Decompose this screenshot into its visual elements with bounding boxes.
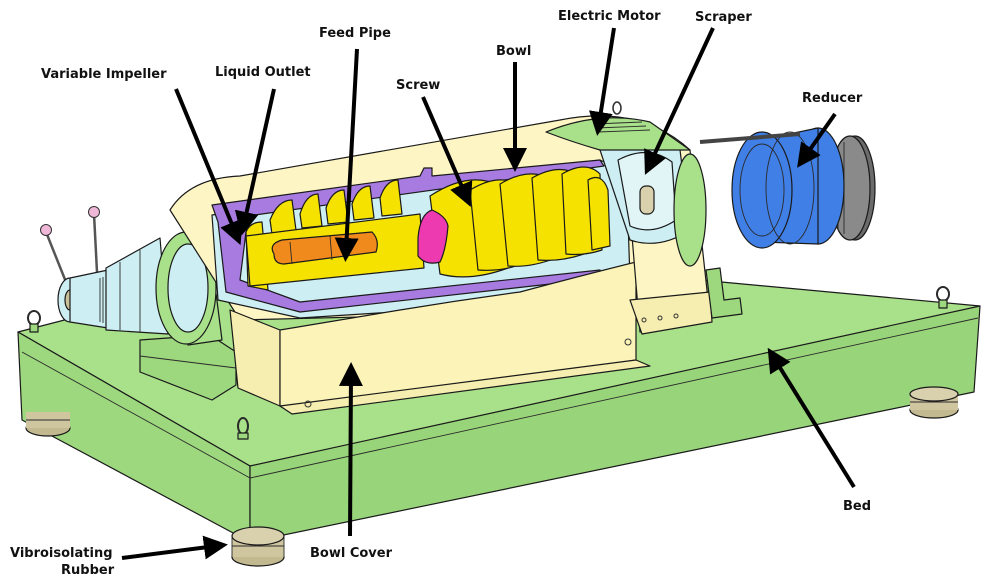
lifting-eye-icon (936, 286, 950, 309)
arrow-screw (421, 96, 473, 208)
bed-edge-line (249, 317, 979, 479)
arrow-liquid-outlet (234, 88, 276, 236)
lifting-eye-icon (237, 417, 249, 440)
label-feed-pipe: Feed Pipe (319, 26, 391, 41)
sediment (417, 209, 449, 264)
lifting-eyes (27, 286, 950, 440)
label-screw: Screw (396, 78, 440, 93)
screw-flights-left (269, 179, 403, 235)
callout-arrows (121, 27, 856, 560)
label-liquid-outlet: Liquid Outlet (215, 65, 311, 80)
arrow-feed-pipe (334, 48, 359, 262)
lever-knob-icon (40, 224, 52, 236)
label-bowl: Bowl (496, 44, 531, 59)
bowl-cover-panel (229, 261, 651, 415)
foot-front (231, 526, 285, 567)
shaft-ribs (99, 250, 141, 332)
label-bed: Bed (843, 499, 871, 514)
label-variable-impeller: Variable Impeller (41, 67, 167, 82)
label-vibroisolating-rubber-line1: Vibroisolating (10, 546, 113, 561)
labels: Variable Impeller Liquid Outlet Feed Pip… (10, 9, 871, 578)
scraper-window (639, 185, 655, 215)
screw-flights-right (429, 166, 611, 278)
lifting-eye-icon (27, 310, 41, 333)
arrow-bowl-cover (338, 362, 363, 537)
vibroisolating-rubber-feet (25, 386, 959, 567)
label-bowl-cover: Bowl Cover (310, 546, 393, 561)
bolts (641, 313, 679, 323)
bed-right (249, 305, 981, 543)
lever-knob-icon (88, 206, 100, 218)
control-levers (40, 206, 100, 283)
label-vibroisolating-rubber-line2: Rubber (61, 563, 115, 578)
label-scraper: Scraper (695, 10, 752, 25)
arrow-electric-motor (588, 27, 616, 136)
foot-right (909, 386, 959, 419)
arrow-bed (767, 347, 856, 489)
label-electric-motor: Electric Motor (558, 9, 661, 24)
reducer (699, 127, 876, 249)
bed-edge-line (21, 351, 251, 479)
arrow-vibroisolating-rubber (121, 535, 228, 560)
motor-lifting-eye-icon (612, 101, 622, 115)
arrow-reducer (797, 112, 837, 168)
arrow-variable-impeller (174, 88, 243, 246)
foot-left (25, 412, 71, 437)
left-shaft-housing (57, 231, 217, 345)
arrow-scraper (644, 27, 715, 175)
label-reducer: Reducer (802, 91, 863, 106)
